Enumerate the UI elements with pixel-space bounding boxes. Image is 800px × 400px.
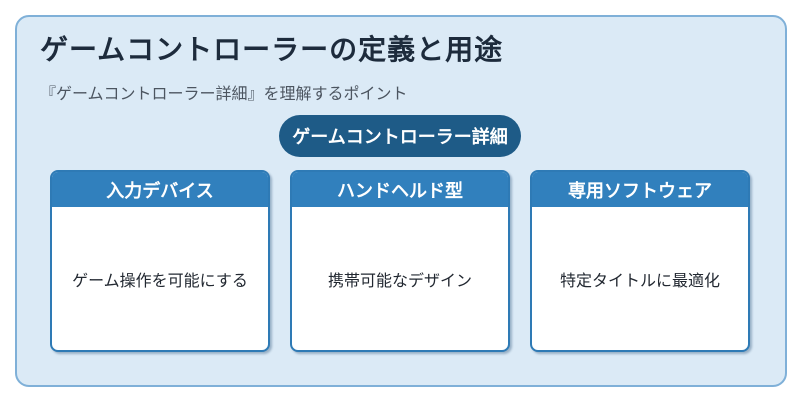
point-card-handheld: ハンドヘルド型 携帯可能なデザイン [290,170,510,352]
card-header-label: ハンドヘルド型 [337,180,463,202]
card-body-text: ゲーム操作を可能にする [72,270,248,290]
point-card-dedicated-software: 専用ソフトウェア 特定タイトルに最適化 [530,170,750,352]
card-body: 携帯可能なデザイン [292,207,508,350]
card-body: ゲーム操作を可能にする [52,207,268,350]
card-body: 特定タイトルに最適化 [532,207,748,350]
central-topic-node: ゲームコントローラー詳細 [279,115,521,157]
card-body-text: 携帯可能なデザイン [327,270,472,290]
card-body-text: 特定タイトルに最適化 [559,270,720,290]
card-header-label: 入力デバイス [106,180,214,202]
central-topic-label: ゲームコントローラー詳細 [292,127,508,148]
card-header: 入力デバイス [52,172,268,207]
card-header: ハンドヘルド型 [292,172,508,207]
card-header: 専用ソフトウェア [532,172,748,207]
page-subtitle: 『ゲームコントローラー詳細』を理解するポイント [40,84,408,103]
card-header-label: 専用ソフトウェア [568,180,712,202]
page-title: ゲームコントローラーの定義と用途 [40,33,504,66]
point-card-input-device: 入力デバイス ゲーム操作を可能にする [50,170,270,352]
